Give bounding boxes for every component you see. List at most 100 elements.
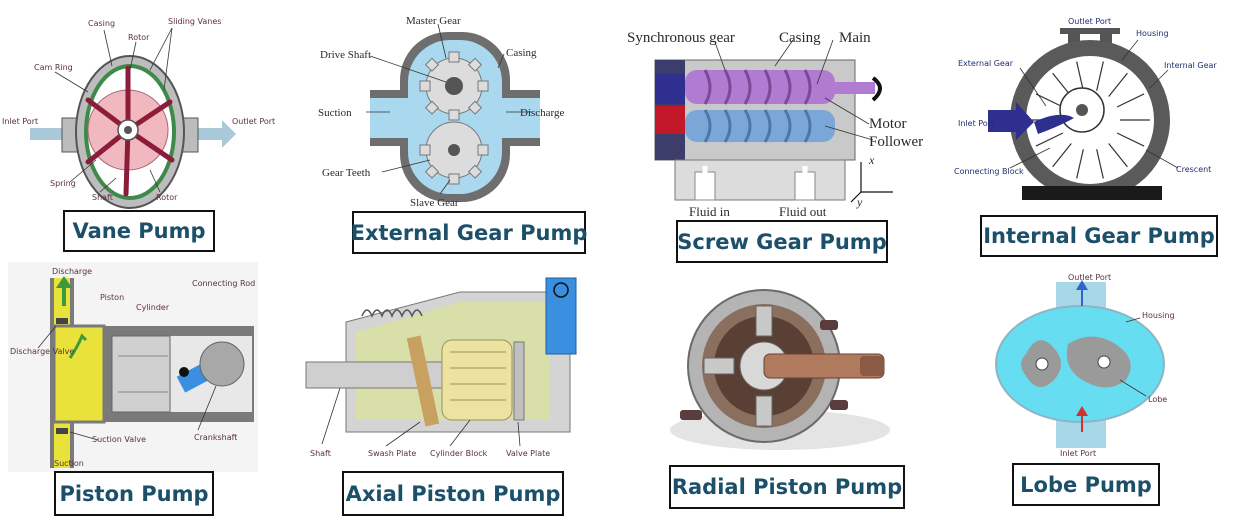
suction-valve — [56, 428, 68, 434]
label-rotor-bottom: Rotor — [156, 193, 178, 202]
label-outlet-port: Outlet Port — [1068, 273, 1111, 282]
master-gear — [419, 51, 489, 121]
label-shaft: Shaft — [310, 449, 331, 458]
internal-gear-tooth — [1076, 61, 1084, 91]
inlet-arrow — [1076, 406, 1088, 432]
label-suction: Suction — [54, 459, 84, 468]
piston-pump-caption: Piston Pump — [54, 471, 214, 516]
external-gear-pump-panel: Master Gear Drive Shaft Casing Suction D… — [310, 10, 600, 210]
radial-piston-pump-caption: Radial Piston Pump — [669, 465, 905, 509]
internal-gear-tooth — [1116, 132, 1145, 147]
internal-gear-pump-diagram: Outlet Port External Gear Housing Intern… — [954, 17, 1217, 200]
label-shaft: Shaft — [92, 193, 113, 202]
label-piston: Piston — [100, 293, 124, 302]
internal-gear-tooth — [1035, 93, 1064, 108]
screw-gear-pump-caption: Screw Gear Pump — [676, 220, 888, 263]
label-casing: Casing — [506, 47, 537, 59]
lobe-pump-caption: Lobe Pump — [1012, 463, 1160, 506]
label-motor: Motor — [869, 116, 907, 132]
label-suction-valve: Suction Valve — [92, 435, 146, 444]
label-housing: Housing — [1142, 311, 1175, 320]
inlet-arrow — [988, 102, 1034, 140]
label-connecting-rod: Connecting Rod — [192, 279, 255, 288]
radial-piston-pump-diagram — [670, 289, 890, 450]
internal-gear-tooth — [1116, 93, 1145, 108]
discharge-arrow — [56, 276, 72, 306]
label-slave-gear: Slave Gear — [410, 197, 459, 209]
internal-gear-tooth — [1076, 149, 1084, 179]
axial-piston-pump-panel: Shaft Swash Plate Cylinder Block Valve P… — [300, 272, 590, 462]
label-synchronous-gear: Synchronous gear — [627, 30, 735, 46]
piston-pump-diagram: Discharge Piston Connecting Rod Cylinder… — [8, 262, 258, 472]
label-connecting-block: Connecting Block — [954, 167, 1024, 176]
discharge-valve — [56, 318, 68, 324]
internal-gear-tooth — [1035, 132, 1064, 147]
label-crescent: Crescent — [1176, 165, 1211, 174]
label-internal-gear: Internal Gear — [1164, 61, 1217, 70]
label-master-gear: Master Gear — [406, 15, 461, 27]
label-lobe: Lobe — [1148, 395, 1167, 404]
label-suction: Suction — [318, 107, 352, 119]
cam-ring — [84, 64, 176, 200]
vane-pump-panel: Casing Rotor Sliding Vanes Cam Ring Inle… — [0, 10, 275, 210]
spring — [361, 309, 423, 318]
valve-plate — [513, 341, 525, 421]
crescent — [1034, 114, 1074, 134]
label-crankshaft: Crankshaft — [194, 433, 237, 442]
main-screw — [685, 70, 835, 104]
slave-gear — [419, 121, 489, 185]
crankshaft — [199, 341, 245, 387]
external-gear-pump-diagram: Master Gear Drive Shaft Casing Suction D… — [318, 15, 565, 209]
label-swash-plate: Swash Plate — [368, 449, 416, 458]
outlet-arrow — [198, 120, 236, 148]
internal-gear-pump-caption: Internal Gear Pump — [980, 215, 1218, 257]
label-inlet-port: Inlet Port — [2, 117, 38, 126]
screw-gear-pump-diagram: Synchronous gear Casing Main Motor Follo… — [627, 30, 923, 219]
label-cylinder: Cylinder — [136, 303, 170, 312]
axial-piston-pump-caption: Axial Piston Pump — [342, 471, 564, 516]
rotation-arrow — [871, 76, 882, 102]
label-discharge: Discharge — [52, 267, 92, 276]
internal-gear-tooth — [1108, 72, 1128, 97]
label-axis-x: x — [868, 153, 875, 167]
label-discharge: Discharge — [520, 107, 565, 119]
label-casing: Casing — [88, 19, 115, 28]
label-discharge-valve: Discharge Valve — [10, 347, 74, 356]
label-spring: Spring — [50, 179, 76, 188]
label-follower: Follower — [869, 134, 923, 150]
label-sliding-vanes: Sliding Vanes — [168, 17, 221, 26]
label-main: Main — [839, 30, 871, 46]
label-valve-plate: Valve Plate — [506, 449, 550, 458]
internal-gear-tooth — [1096, 149, 1104, 179]
axial-piston-pump-diagram: Shaft Swash Plate Cylinder Block Valve P… — [305, 277, 577, 458]
screw-gear-pump-panel: Synchronous gear Casing Main Motor Follo… — [625, 22, 945, 222]
internal-gear-tooth — [1108, 143, 1128, 168]
label-drive-shaft: Drive Shaft — [320, 49, 371, 61]
vane-pump-caption: Vane Pump — [63, 210, 215, 252]
axes-glyph — [850, 162, 893, 203]
label-gear-teeth: Gear Teeth — [322, 167, 371, 179]
label-cam-ring: Cam Ring — [34, 63, 73, 72]
follower-screw — [685, 110, 835, 142]
label-external-gear: External Gear — [958, 59, 1014, 68]
control-port — [545, 277, 577, 355]
outlet-arrow — [1076, 280, 1088, 306]
label-outlet-port: Outlet Port — [1068, 17, 1111, 26]
external-gear-pump-caption: External Gear Pump — [351, 211, 587, 254]
label-inlet-port: Inlet Port — [958, 119, 994, 128]
swash-plate — [406, 335, 440, 427]
lobe-pump-diagram: Outlet Port Housing Lobe Inlet Port — [995, 273, 1175, 458]
internal-gear-pump-panel: Outlet Port External Gear Housing Intern… — [950, 10, 1245, 210]
label-fluid-out: Fluid out — [779, 204, 827, 219]
internal-gear-tooth — [1096, 61, 1104, 91]
label-inlet-port: Inlet Port — [1060, 449, 1096, 458]
piston-pump-panel: Discharge Piston Connecting Rod Cylinder… — [8, 262, 258, 472]
label-axis-y: y — [856, 195, 863, 209]
label-housing: Housing — [1136, 29, 1169, 38]
label-outlet-port: Outlet Port — [232, 117, 275, 126]
internal-gear-tooth — [1052, 143, 1072, 168]
lobe-pump-panel: Outlet Port Housing Lobe Inlet Port — [990, 272, 1230, 462]
vane-pump-diagram: Casing Rotor Sliding Vanes Cam Ring Inle… — [2, 17, 275, 209]
label-fluid-in: Fluid in — [689, 204, 730, 219]
label-cylinder-block: Cylinder Block — [430, 449, 488, 458]
